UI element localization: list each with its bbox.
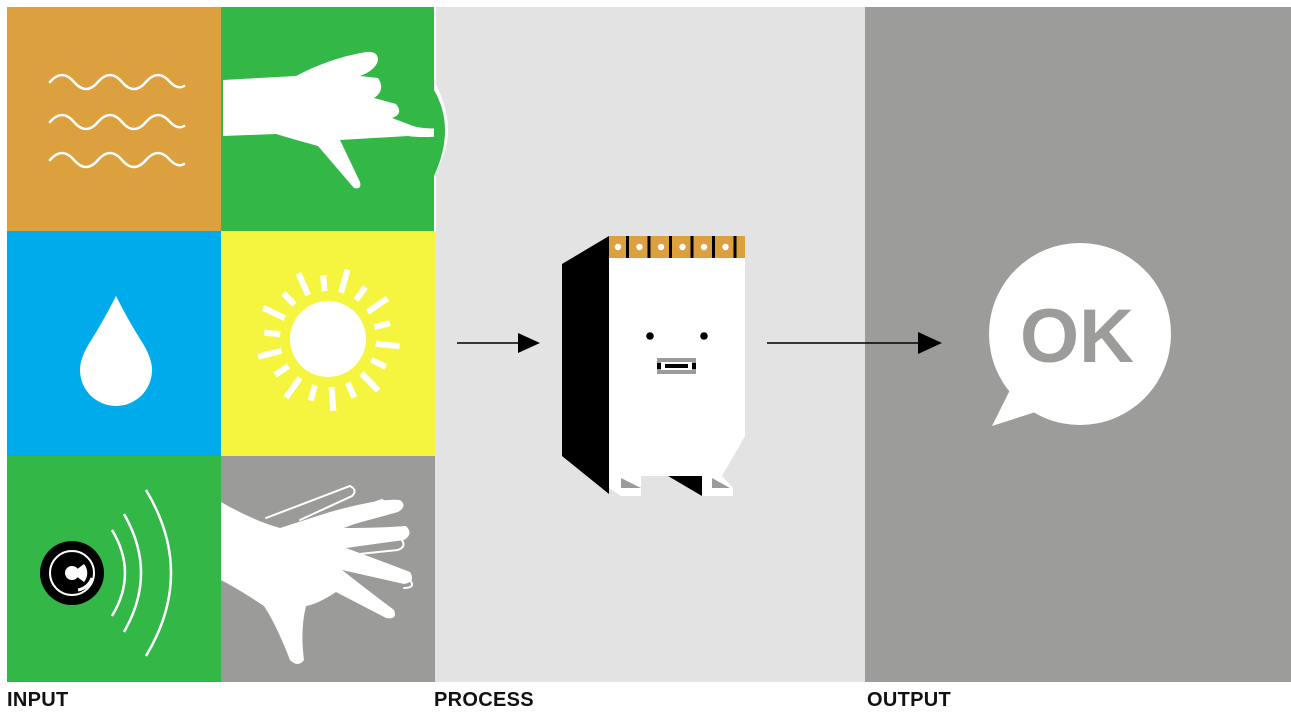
sun-ray bbox=[344, 381, 358, 399]
sun-ray bbox=[264, 329, 281, 338]
input-label: INPUT bbox=[7, 689, 69, 711]
chip-pin-hole bbox=[722, 243, 729, 251]
chip-pin-divider bbox=[647, 236, 651, 258]
arrow-input-to-process bbox=[457, 333, 540, 353]
tile-bulge bbox=[434, 90, 445, 176]
chip-pin-hole bbox=[700, 243, 708, 251]
sun-ray bbox=[320, 274, 328, 292]
output-label: OUTPUT bbox=[867, 689, 952, 711]
chip-pin-hole bbox=[614, 243, 622, 251]
chip-pin-divider bbox=[712, 236, 715, 258]
tile-sound bbox=[7, 456, 222, 682]
sun-ray bbox=[375, 340, 400, 350]
sun-ray bbox=[273, 363, 291, 378]
chip-pin-divider bbox=[690, 236, 694, 258]
bubble-ok-text: OK bbox=[1020, 294, 1134, 379]
chip-pin-hole bbox=[679, 243, 686, 251]
waving-hand-icon bbox=[221, 484, 413, 664]
chip-pin-divider bbox=[669, 236, 672, 258]
chip-pin-hole bbox=[657, 243, 665, 251]
sun-ray bbox=[359, 371, 381, 393]
water-drop-icon bbox=[80, 296, 152, 406]
sun-ray bbox=[295, 272, 312, 297]
sun-ray bbox=[369, 357, 387, 370]
sound-speaker-icon bbox=[40, 489, 173, 657]
sun-ray bbox=[338, 268, 351, 294]
arrow-process-to-output bbox=[767, 332, 942, 354]
chip-robot-icon bbox=[562, 236, 745, 496]
sun-ray bbox=[353, 285, 368, 302]
chip-pin-divider bbox=[626, 236, 629, 258]
sun-icon bbox=[257, 268, 400, 412]
speech-bubble-icon: OK bbox=[989, 243, 1171, 426]
waves-icon bbox=[48, 73, 186, 169]
chip-pin-divider bbox=[733, 236, 737, 258]
sun-ray bbox=[365, 295, 390, 315]
sun-ray bbox=[328, 386, 337, 412]
sun-ray bbox=[257, 347, 283, 360]
sun-ray bbox=[307, 384, 318, 402]
process-label: PROCESS bbox=[434, 689, 534, 711]
sun-ray bbox=[281, 291, 297, 307]
chip-pin-hole bbox=[636, 243, 643, 251]
tile-waves bbox=[7, 7, 222, 232]
sun-ray bbox=[261, 305, 287, 321]
sun-ray bbox=[283, 376, 303, 400]
sun-ray bbox=[373, 320, 391, 331]
